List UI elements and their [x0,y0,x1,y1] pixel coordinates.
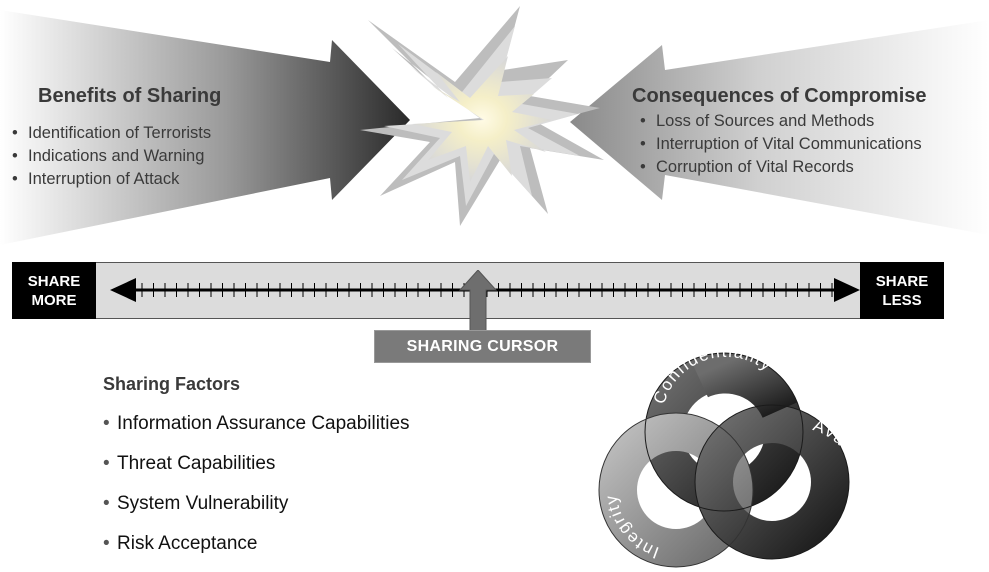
list-item: •Threat Capabilities [103,444,410,484]
bullet: • [103,533,110,554]
consequences-list: •Loss of Sources and Methods •Interrupti… [640,110,922,179]
bullet: • [12,147,18,165]
availability-ring [695,405,849,559]
factors-list: •Information Assurance Capabilities •Thr… [103,404,410,564]
factors-title: Sharing Factors [103,374,241,394]
bullet: • [12,170,18,188]
list-item: •System Vulnerability [103,484,410,524]
benefits-title: Benefits of Sharing [38,85,222,107]
right-arrowhead [834,278,860,302]
share-more-label: SHARE MORE [12,262,96,319]
list-item: •Information Assurance Capabilities [103,404,410,444]
security-rings: Confidentiality Availability Integrity [598,342,870,568]
sharing-cursor-pointer[interactable] [456,270,500,332]
list-item: •Indications and Warning [12,145,211,168]
benefits-arrow [0,10,410,245]
sharing-cursor-label: SHARING CURSOR [374,330,591,363]
list-item: •Interruption of Vital Communications [640,133,922,156]
bullet: • [640,158,646,176]
bullet: • [640,112,646,130]
list-item: •Identification of Terrorists [12,122,211,145]
consequences-arrow [570,20,989,235]
list-item: •Risk Acceptance [103,524,410,564]
list-item: •Loss of Sources and Methods [640,110,922,133]
benefits-list: •Identification of Terrorists •Indicatio… [12,122,211,191]
burst-core [412,56,552,182]
bullet: • [12,124,18,142]
left-arrowhead [110,278,136,302]
integrity-ring [599,413,753,567]
consequences-title: Consequences of Compromise [632,85,927,107]
bullet: • [103,493,110,514]
list-item: •Interruption of Attack [12,168,211,191]
bullet: • [103,453,110,474]
bullet: • [640,135,646,153]
bullet: • [103,413,110,434]
list-item: •Corruption of Vital Records [640,156,922,179]
share-less-label: SHARE LESS [860,262,944,319]
